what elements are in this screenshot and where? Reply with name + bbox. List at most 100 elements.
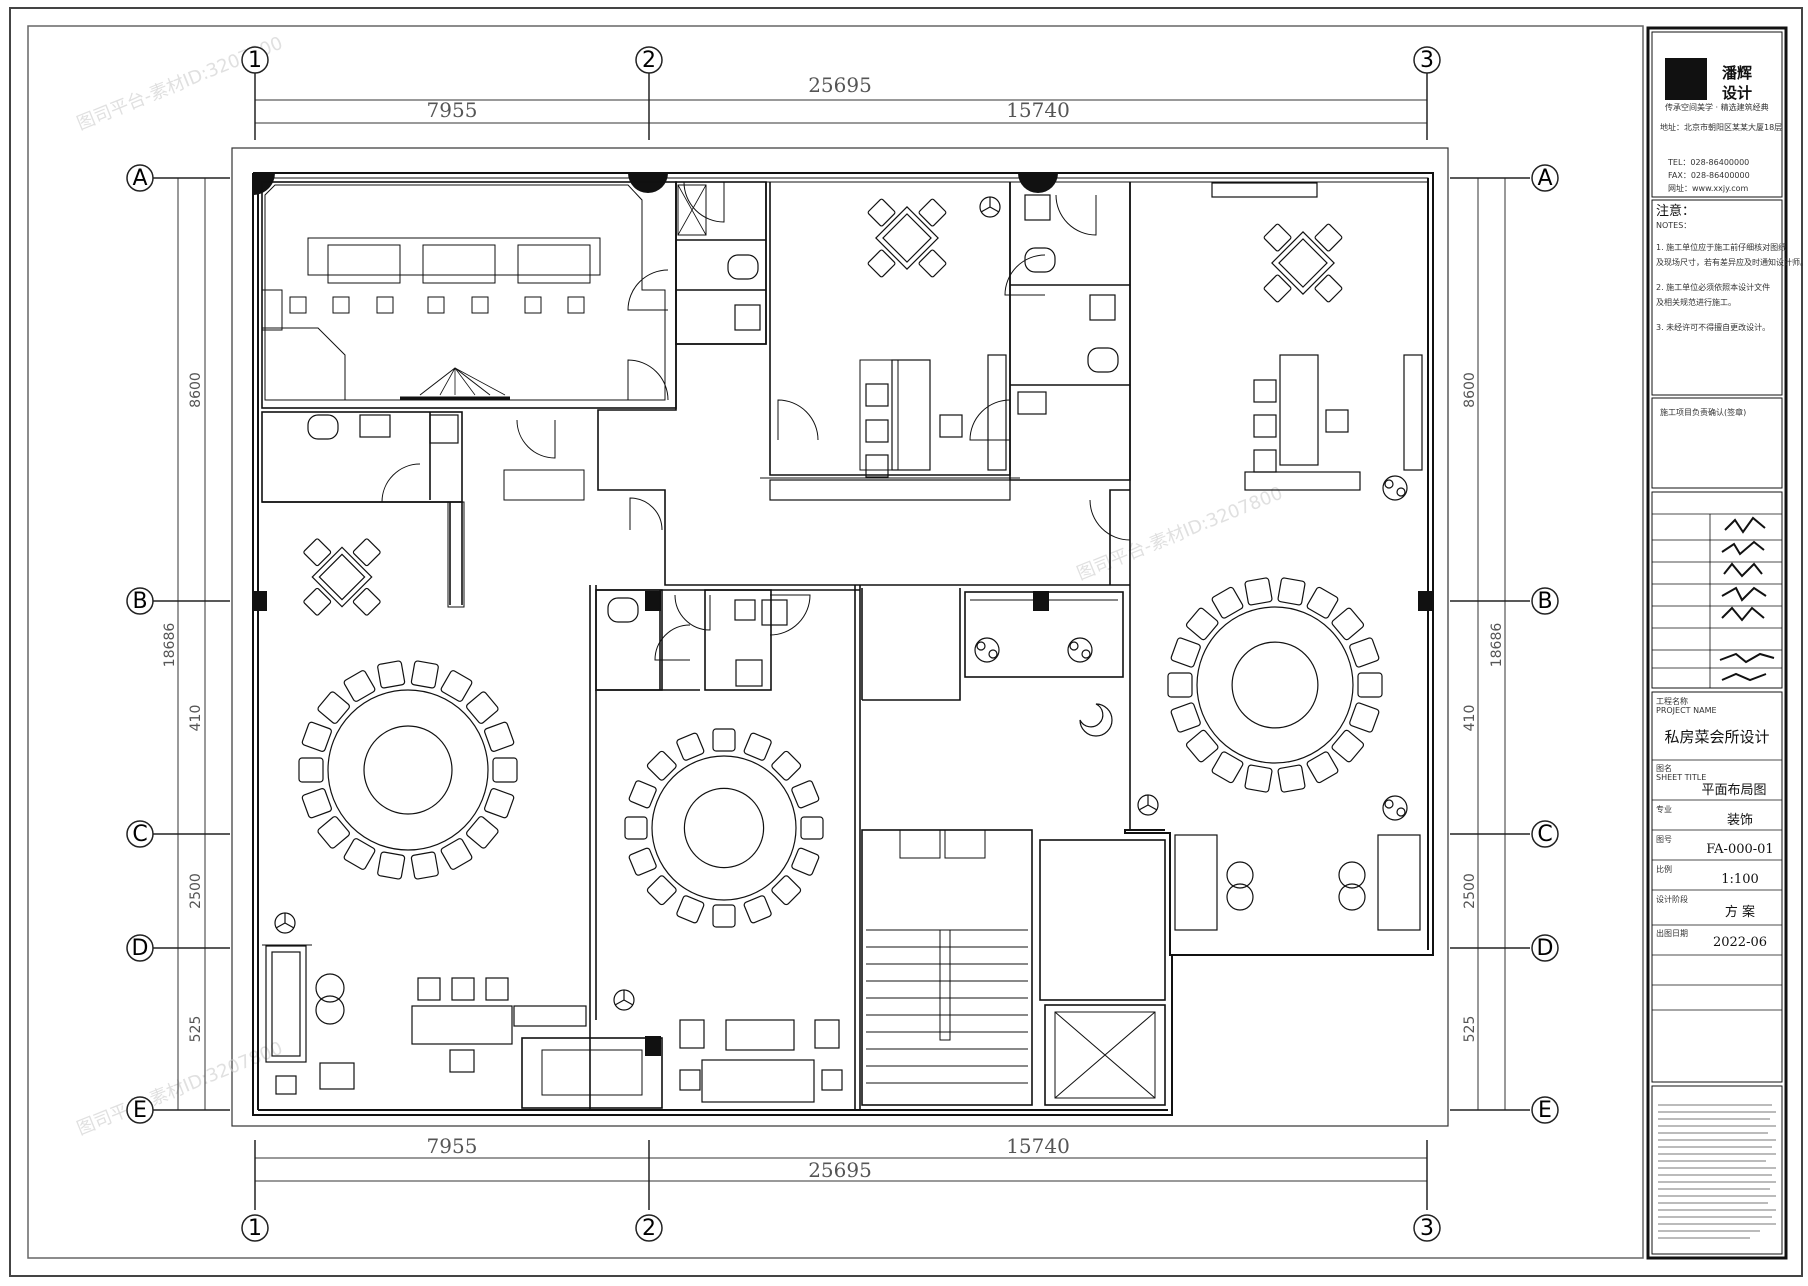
stool	[1338, 883, 1366, 911]
toilet	[1087, 347, 1119, 373]
svg-text:1: 1	[248, 1216, 262, 1241]
dim-right-ab: 8600	[1462, 372, 1478, 408]
door-swing	[683, 181, 725, 223]
desk-right	[1279, 354, 1319, 466]
plant-icon	[1382, 475, 1408, 501]
axis-bubble-left-A: A	[126, 164, 154, 192]
axis-bubble-bottom-1: 1	[241, 1214, 269, 1242]
bar-counter	[411, 1005, 513, 1045]
door-swing	[654, 624, 691, 661]
stool	[1226, 883, 1254, 911]
address-line-2: TEL：028-86400000	[1667, 158, 1749, 167]
axis-bubble-left-C: C	[126, 820, 154, 848]
furniture-layer	[265, 181, 1423, 1103]
sink	[761, 599, 788, 626]
dim-left-bottom: 7955	[427, 1134, 478, 1158]
dim-left-de: 525	[188, 1016, 204, 1043]
svg-text:A: A	[1537, 166, 1552, 191]
address-line-1: 地址：北京市朝阳区某某大厦18层	[1660, 122, 1782, 132]
chair	[317, 816, 350, 849]
svg-text:B: B	[132, 589, 147, 614]
chair	[451, 977, 475, 1001]
interior-walls	[261, 181, 1166, 1110]
svg-text:C: C	[1537, 822, 1552, 847]
chair	[301, 788, 332, 819]
axis-bubble-top-3: 3	[1413, 46, 1441, 74]
chair	[939, 414, 963, 438]
chair-row	[769, 479, 1011, 501]
notes-line-5: 3. 未经许可不得擅自更改设计。	[1656, 322, 1770, 332]
round-table-left	[298, 660, 518, 880]
chair	[1211, 586, 1244, 619]
chair	[449, 1049, 475, 1073]
chair	[377, 660, 406, 689]
chair	[865, 419, 889, 443]
outer-frame	[9, 7, 1803, 1277]
notes-label: 注意：	[1656, 203, 1695, 219]
dim-right-bc: 410	[1462, 705, 1478, 732]
chair	[440, 670, 473, 702]
chair	[1253, 414, 1277, 438]
toilet	[727, 254, 759, 280]
scale: 1:100	[1721, 872, 1758, 887]
chair	[1306, 586, 1339, 619]
chair	[1357, 672, 1383, 698]
round-table-middle	[624, 728, 824, 928]
axis-bubble-top-1: 1	[241, 46, 269, 74]
chair	[1331, 729, 1365, 763]
dim-right-bottom: 15740	[1006, 1134, 1070, 1158]
chair	[1331, 607, 1365, 641]
svg-text:2: 2	[642, 48, 656, 73]
chair	[712, 728, 736, 752]
chair	[1244, 764, 1273, 793]
chair	[791, 847, 820, 876]
sofa-left-cushion	[271, 951, 301, 1057]
chair	[466, 691, 499, 724]
sink	[734, 599, 756, 621]
utility	[429, 414, 459, 444]
svg-text:D: D	[1537, 936, 1554, 961]
discipline: 装饰	[1727, 813, 1753, 828]
chair	[1244, 577, 1273, 606]
door-swing	[627, 269, 669, 311]
dim-total-top: 25695	[808, 73, 872, 97]
square-table-right	[1263, 223, 1343, 303]
axis-bubble-bottom-3: 3	[1413, 1214, 1441, 1242]
armchair	[679, 1019, 705, 1049]
drawing-no: FA-000-01	[1706, 842, 1773, 857]
chair	[1253, 379, 1277, 403]
sink	[734, 304, 761, 331]
dim-total-bottom: 25695	[808, 1158, 872, 1182]
chair	[1170, 702, 1201, 733]
door-swing	[627, 359, 669, 401]
stool	[1226, 861, 1254, 889]
chair	[1349, 702, 1380, 733]
toilet	[1024, 247, 1056, 273]
logo-caption: 传承空间美学 · 精选建筑经典	[1665, 102, 1769, 112]
svg-text:E: E	[133, 1098, 147, 1123]
round-table-right	[1167, 577, 1383, 793]
structural-columns	[253, 173, 1432, 1056]
plant-icon	[974, 637, 1000, 663]
lamp-box	[275, 1075, 297, 1095]
chair	[485, 977, 509, 1001]
door-swing	[674, 594, 711, 631]
door-swing	[769, 594, 811, 636]
svg-text:D: D	[132, 936, 149, 961]
sofa-right-a	[1174, 834, 1218, 931]
notes-line-1: 1. 施工单位应于施工前仔细核对图纸	[1656, 242, 1786, 252]
chair	[317, 691, 350, 724]
chair	[343, 670, 376, 702]
sofa-bottom	[701, 1059, 815, 1103]
chair	[865, 383, 889, 407]
plant-icon	[1382, 795, 1408, 821]
door-swing	[1004, 254, 1046, 296]
axis-bubble-right-A: A	[1531, 164, 1559, 192]
floor-lamp-icon	[979, 196, 1001, 218]
svg-text:图司平台-素材ID:3207800: 图司平台-素材ID:3207800	[1074, 483, 1286, 585]
logo-text-2: 设计	[1722, 84, 1752, 102]
project-name-label-en: PROJECT NAME	[1656, 706, 1717, 715]
chair	[440, 838, 473, 870]
phase: 方 案	[1725, 904, 1755, 920]
